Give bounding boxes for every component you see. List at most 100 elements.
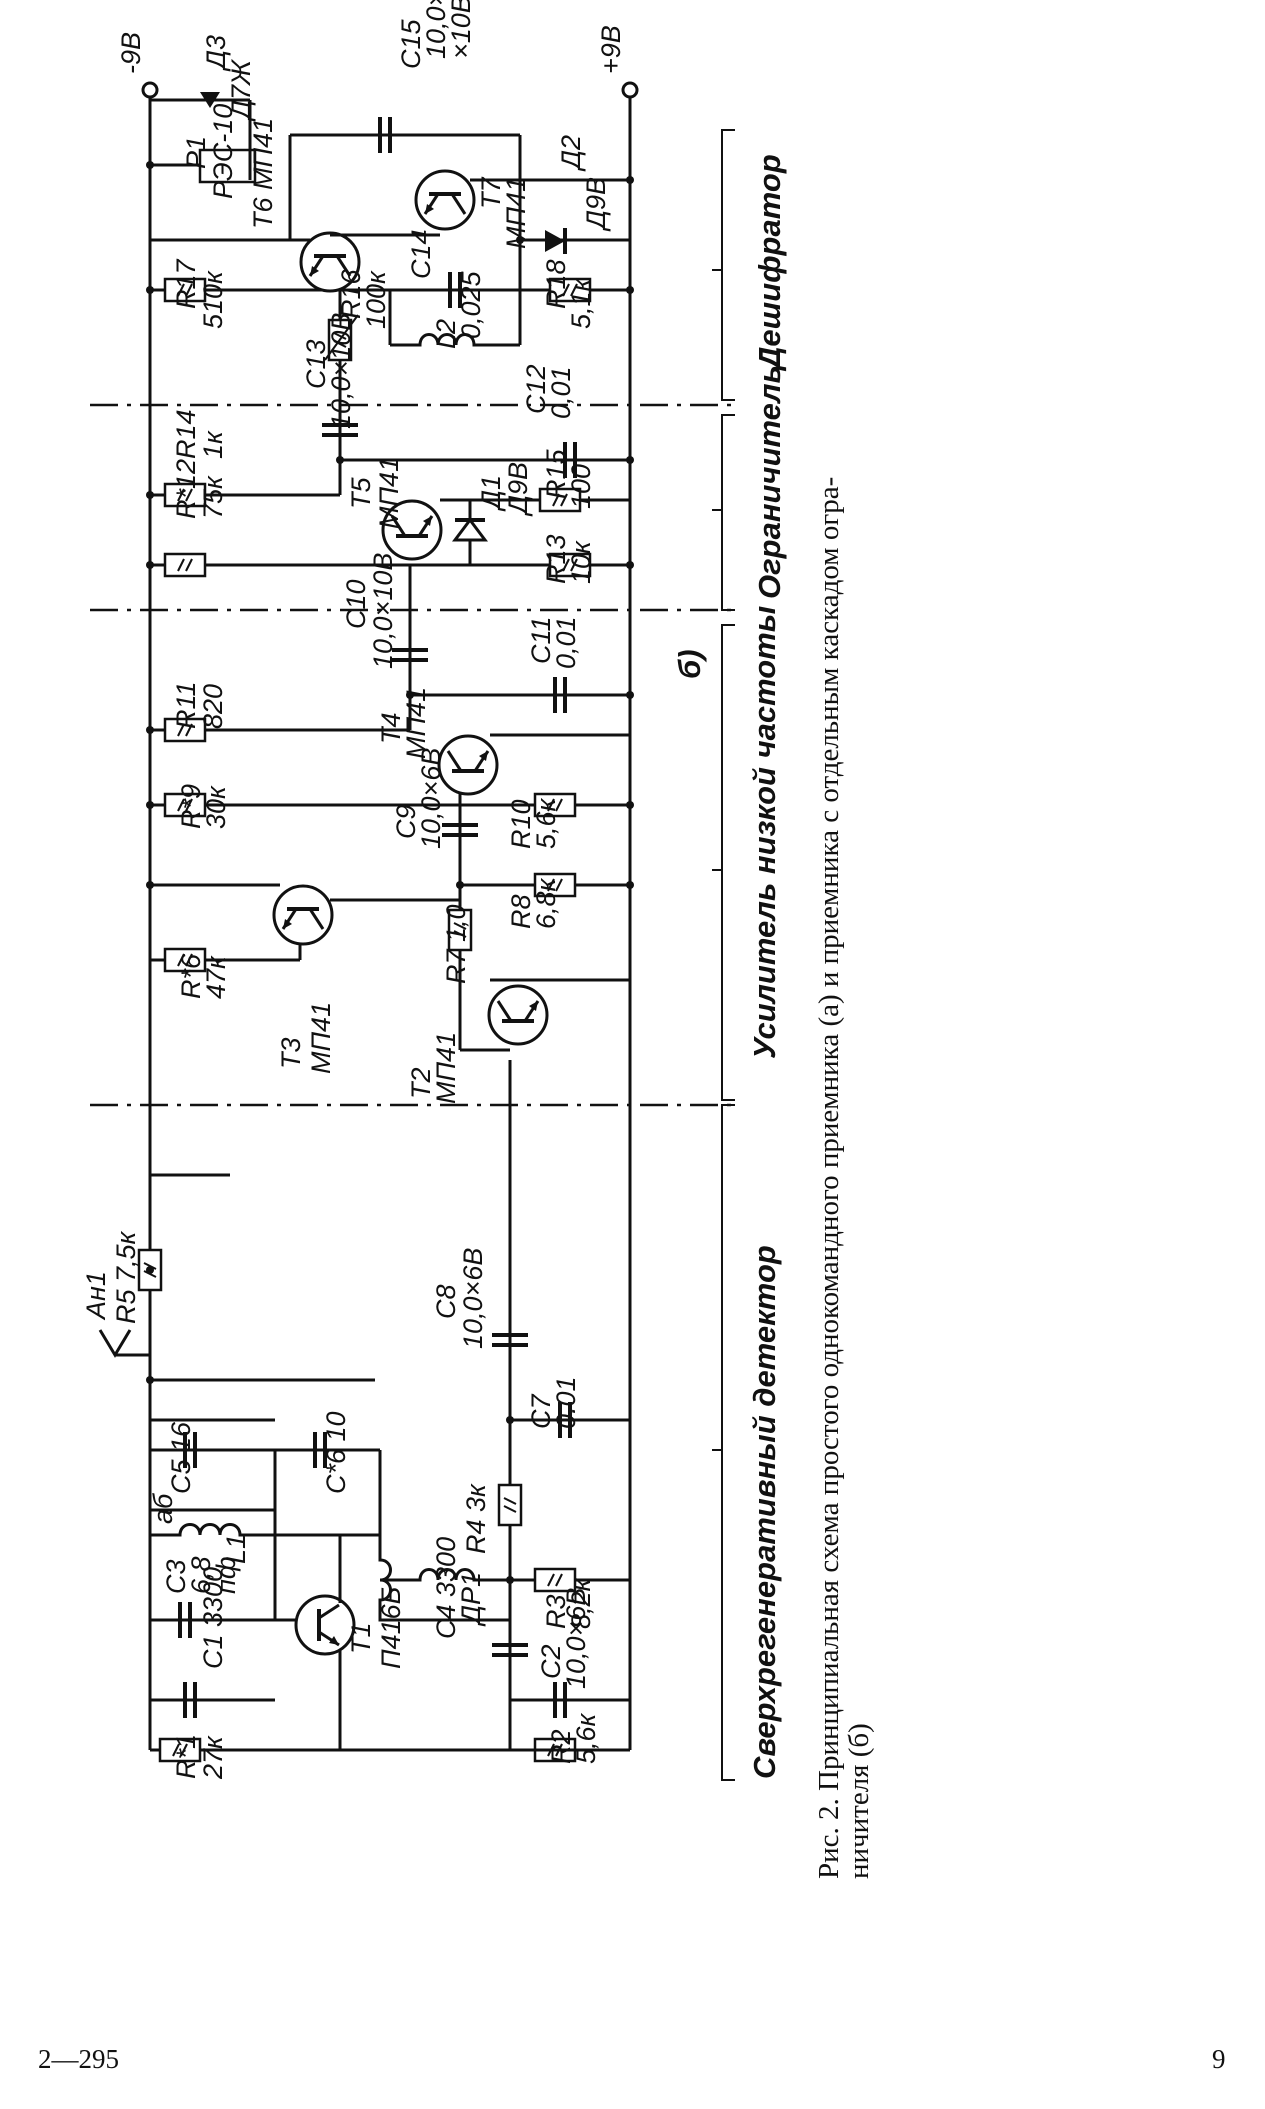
section-braces (712, 129, 735, 1781)
section-label-amplifier: Усилитель низкой частоты (747, 606, 782, 1059)
label-t4-type: МП41 (401, 687, 431, 759)
label-r1-value: 27к (198, 1735, 228, 1780)
label-d3-type: Д7Ж (226, 58, 256, 122)
label-r17: R17 (171, 258, 201, 309)
label-r4: R4 3к (461, 1483, 491, 1554)
page-number-right: 9 (1212, 2044, 1226, 2074)
label-r18: R18 (541, 259, 571, 309)
label-r9: R*9 (176, 784, 206, 829)
label-d2-type: Д9В (581, 177, 611, 232)
label-c15-value: 10,0× (421, 0, 451, 59)
label-r11: R11 (171, 681, 201, 729)
label-t3-type: МП41 (306, 1002, 336, 1074)
label-r12: R*12 (171, 459, 201, 519)
label-d1: Д1 (476, 475, 506, 512)
label-r7: R7 1,0 (441, 904, 471, 984)
detector-circuit (98, 1060, 630, 1763)
label-c12: C12 (521, 364, 551, 414)
label-p1: P1 (181, 136, 211, 169)
label-c1: C1 3300 (198, 1567, 228, 1669)
label-r8-value: 6,8к (531, 877, 561, 929)
subfigure-label: б) (672, 649, 707, 679)
label-c8-value: 10,0×6В (458, 1248, 488, 1349)
label-r6-value: 47к (201, 955, 231, 999)
label-r12-value: 75к (198, 475, 228, 519)
label-c11-value: 0,01 (551, 616, 581, 669)
label-r18-value: 5,1к (566, 277, 596, 329)
label-r10: R10 (506, 799, 536, 849)
label-r14-value: 1к (198, 430, 228, 459)
label-c3: C3 (161, 1559, 191, 1594)
label-c9-value: 10,0×6В (416, 748, 446, 849)
label-t6: T6 МП41 (248, 118, 278, 229)
label-r5: R5 7,5к (111, 1230, 141, 1324)
label-c14-value: 0,025 (456, 270, 486, 339)
label-t7: T7 (476, 177, 506, 209)
label-c6: C*6 10 (321, 1411, 351, 1494)
label-c10: C10 (341, 579, 371, 629)
label-c15-unit: ×10В (446, 0, 476, 59)
label-d2: Д2 (556, 135, 586, 172)
section-label-decoder: Дешифратор (752, 154, 787, 372)
label-r6: R*6 (176, 953, 206, 999)
label-r8: R8 (506, 894, 536, 929)
label-t7-type: МП41 (501, 177, 531, 249)
label-layer: -9В +9В Ан1 R*1 27к C1 3300 C3 6,8 пф L1… (81, 0, 875, 1879)
amplifier-circuit (150, 600, 630, 1052)
caption-line-2: ничителя (б) (843, 1723, 875, 1879)
label-c8: C8 (431, 1284, 461, 1319)
label-r2-value: 5,6к (571, 1712, 601, 1764)
page-number-left: 2—295 (38, 2044, 119, 2074)
label-c11: C11 (526, 616, 556, 664)
label-t1-type: П416Б (376, 1587, 406, 1669)
label-r16-value: 100к (361, 270, 391, 329)
label-r9-value: 30к (201, 785, 231, 829)
label-r15: R15 (541, 448, 571, 499)
label-c3-value: 6,8 (186, 1556, 216, 1594)
label-c3-unit: пф (211, 1557, 241, 1594)
label-l1-a: а (148, 1509, 178, 1524)
label-c13: C13 (301, 339, 331, 389)
rail-pos-label: +9В (596, 25, 626, 74)
label-p1-type: РЭС-10 (208, 104, 238, 199)
label-t5-type: МП41 (374, 457, 404, 529)
label-c9: C9 (391, 804, 421, 839)
label-r2: R2 (546, 1729, 576, 1764)
rail-neg-label: -9В (116, 32, 146, 74)
label-c14: C14 (406, 229, 436, 279)
label-r3: R3 (541, 1594, 571, 1629)
label-r17-value: 510к (198, 270, 228, 329)
label-c15: C15 (396, 18, 426, 69)
label-c12-value: 0,01 (546, 366, 576, 419)
label-r13-value: 10к (566, 540, 596, 584)
label-t5: T5 (346, 477, 376, 509)
label-r3-value: 8,2к (566, 1577, 596, 1629)
label-t3: T3 (276, 1037, 306, 1069)
label-c2: C2 (536, 1644, 566, 1679)
label-t1: T1 (346, 1622, 376, 1654)
label-c10-value: 10,0×10В (368, 553, 398, 669)
label-d1-type: Д9В (503, 462, 533, 517)
label-l1-b: б (148, 1493, 178, 1509)
label-c2-value: 10,0×6В (561, 1588, 591, 1689)
label-t2: T2 (406, 1067, 436, 1099)
label-l1: L1 (221, 1534, 251, 1564)
label-c7: C7 (526, 1394, 556, 1429)
label-c5: C5 16 (166, 1421, 196, 1494)
label-c7-value: 0.01 (551, 1376, 581, 1429)
section-separators (90, 403, 740, 1107)
label-r10-value: 5,6к (531, 797, 561, 849)
label-r1: R*1 (171, 1734, 201, 1779)
label-r16: R16 (336, 268, 366, 319)
label-dr1: ДР1 (456, 1572, 486, 1627)
label-d3: Д3 (201, 35, 231, 72)
section-label-detector: Сверхрегенеративный детектор (747, 1245, 782, 1779)
label-t4: T4 (376, 712, 406, 744)
junctions (146, 161, 634, 1584)
label-r11-value: 820 (198, 684, 228, 729)
label-c13-value: 10,0×10В (326, 313, 356, 429)
section-label-limiter: Ограничитель (752, 365, 787, 599)
label-c4: C4 3300 (431, 1537, 461, 1639)
caption-line-1: Рис. 2. Принципиальная схема простого од… (813, 477, 845, 1879)
